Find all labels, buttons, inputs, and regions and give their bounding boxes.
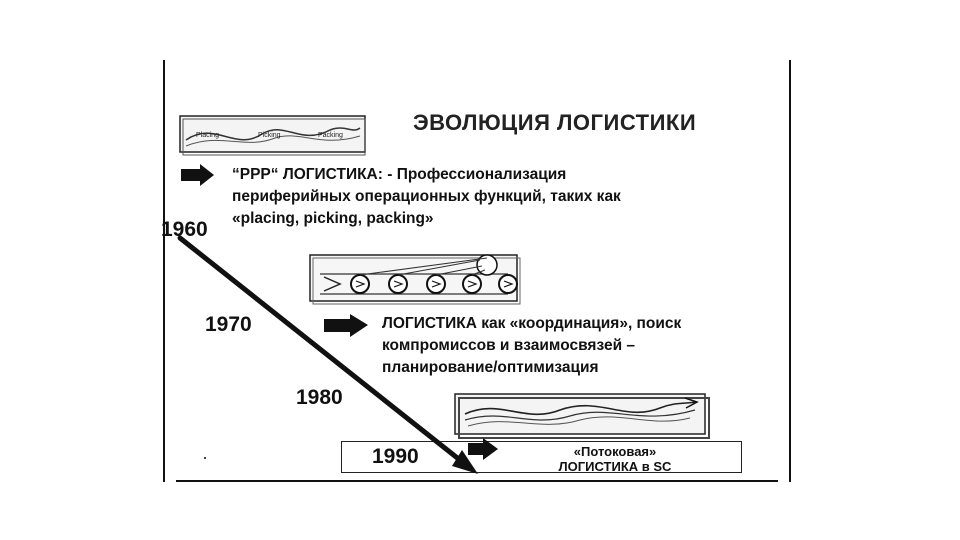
ppp-sketch-icon: Placing Picking Packing: [180, 116, 365, 155]
ppp-bullet-arrow-icon: [181, 164, 214, 186]
tiny-label-packing: Packing: [318, 132, 343, 139]
flow-bullet-arrow-icon: [468, 438, 498, 460]
coordination-bullet-arrow-icon: [324, 314, 368, 337]
tiny-label-placing: Placing: [196, 132, 219, 139]
tiny-label-picking: Picking: [258, 132, 281, 139]
flow-sketch-icon: [455, 394, 709, 438]
coordination-chain-icon: [310, 255, 520, 304]
